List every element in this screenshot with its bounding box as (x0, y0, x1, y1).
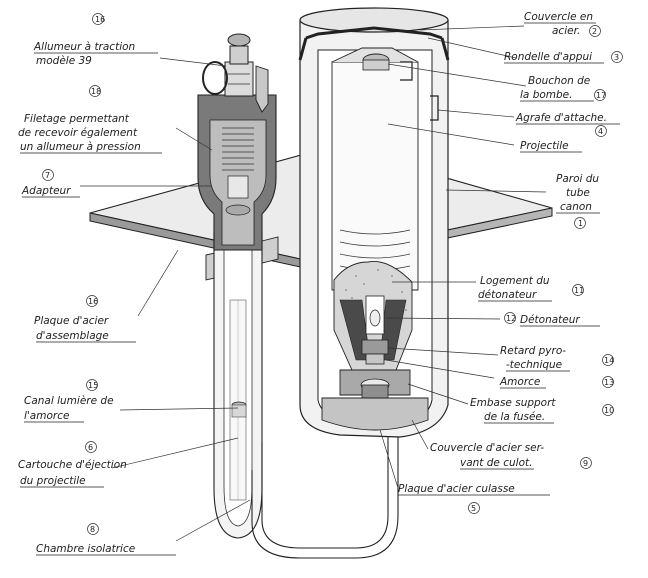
canal-label-line1: Canal lumière de (24, 395, 114, 407)
retard-label-line1: Retard pyro- (500, 345, 566, 357)
logement-label-line1: Logement du (480, 275, 550, 287)
plaque-culasse-number: 5 (471, 504, 476, 513)
retard-label-line2: -technique (506, 359, 562, 371)
paroi-label-line2: tube (566, 187, 590, 199)
igniter-tube-assembly (197, 33, 277, 539)
rondelle-number: 3 (614, 53, 619, 62)
allumeur-label-line1: Allumeur à traction (33, 41, 135, 53)
paroi-label-line1: Paroi du (556, 173, 599, 185)
embase-label-line2: de la fusée. (484, 411, 545, 423)
amorce-label: Amorce (499, 376, 540, 388)
paroi-number: 1 (578, 219, 583, 228)
labels-right: Couvercle en acier. 2 Rondelle d'appui 3… (398, 11, 623, 514)
bouchon-number: 17 (596, 91, 606, 100)
labels-left: 16 Allumeur à traction modèle 39 18 File… (18, 13, 176, 556)
cartouche-label-line2: du projectile (20, 475, 86, 487)
detonateur-label: Détonateur (520, 314, 580, 326)
projectile-label: Projectile (520, 140, 569, 152)
paroi-label-line3: canon (560, 201, 592, 213)
plaque-assemblage-line1: Plaque d'acier (34, 315, 109, 327)
couvercle-number: 2 (592, 27, 597, 36)
couvercle-culot-line1: Couvercle d'acier ser- (430, 442, 544, 454)
plaque-assemblage-number: 16 (88, 297, 98, 306)
bouchon-label-line2: la bombe. (520, 89, 572, 101)
agrafe-number: 4 (598, 127, 603, 136)
canal-number: 15 (88, 381, 98, 390)
bouchon-label-line1: Bouchon de (528, 75, 590, 87)
cartouche-label-line1: Cartouche d'éjection (18, 459, 127, 471)
logement-label-line2: détonateur (478, 289, 537, 301)
plaque-assemblage-line2: d'assemblage (36, 330, 109, 342)
adapteur-number: 7 (45, 171, 50, 180)
couvercle-culot-line2: vant de culot. (460, 457, 532, 469)
retard-number: 14 (604, 356, 614, 365)
couvercle-label-line1: Couvercle en (524, 11, 593, 23)
embase-label-line1: Embase support (470, 397, 556, 409)
cartouche-number: 6 (88, 443, 93, 452)
couvercle-culot-number: 9 (583, 459, 588, 468)
amorce-number: 13 (604, 378, 614, 387)
filetage-label-line3: un allumeur à pression (20, 141, 141, 153)
couvercle-label-line2: acier. (552, 25, 580, 37)
filetage-label-line1: Filetage permettant (24, 113, 130, 125)
connecting-tube (251, 405, 399, 559)
chambre-label: Chambre isolatrice (36, 543, 135, 555)
chambre-number: 8 (90, 525, 95, 534)
leader-lines (80, 25, 547, 542)
canal-label-line2: l'amorce (24, 410, 69, 422)
logement-number: 11 (574, 286, 584, 295)
embase-number: 10 (604, 406, 614, 415)
allumeur-label-line2: modèle 39 (36, 55, 92, 67)
detonateur-number: 12 (506, 314, 516, 323)
cannon-tube (298, 7, 450, 438)
allumeur-number: 16 (95, 15, 105, 24)
plaque-culasse-label: Plaque d'acier culasse (398, 483, 515, 495)
agrafe-label: Agrafe d'attache. (515, 112, 607, 124)
rondelle-label: Rondelle d'appui (504, 51, 592, 63)
adapteur-label: Adapteur (21, 185, 71, 197)
filetage-number: 18 (91, 87, 101, 96)
filetage-label-line2: de recevoir également (18, 127, 138, 139)
